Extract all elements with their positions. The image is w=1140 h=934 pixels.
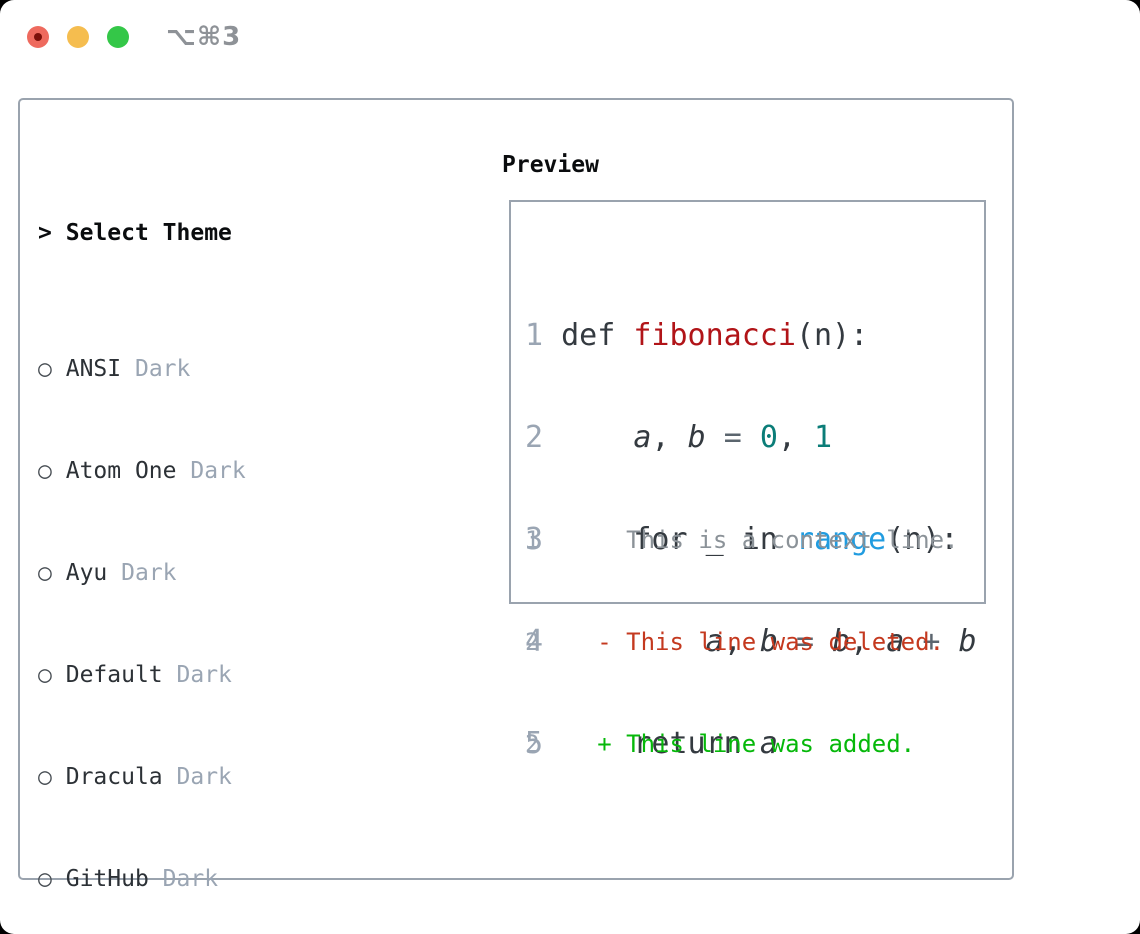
code-token: b — [958, 624, 977, 659]
theme-name: Default — [65, 662, 163, 688]
theme-name: Dracula — [65, 764, 163, 790]
code-line: 3 for _ in range(n): — [525, 523, 977, 557]
code-token: 2 — [525, 730, 540, 758]
code-token: 1 — [814, 420, 833, 455]
code-token: + This line was added. — [597, 730, 916, 758]
code-token: for — [633, 522, 688, 557]
code-token: , — [651, 420, 688, 455]
code-token: a — [759, 726, 778, 761]
code-token: + — [922, 624, 941, 659]
code-token: b — [759, 624, 778, 659]
code-line: 2 a, b = 0, 1 — [525, 421, 977, 455]
radio-icon: ○ — [38, 356, 52, 382]
theme-variant: Dark — [134, 356, 191, 382]
theme-picker-column: > Select Theme ○ ANSI Dark ○ Atom One Da… — [38, 148, 426, 934]
window-title: ⌥⌘3 — [166, 22, 242, 52]
code-token: 2 — [525, 420, 544, 455]
code-token: b — [687, 420, 706, 455]
theme-option-default-dark[interactable]: ○ Default Dark — [38, 658, 426, 692]
code-token: fibonacci — [633, 318, 796, 353]
code-token — [539, 526, 626, 554]
select-theme-header: > Select Theme — [38, 216, 426, 250]
code-token: range — [795, 522, 887, 557]
code-token: in — [741, 522, 778, 557]
radio-icon: ○ — [38, 662, 52, 688]
radio-icon: ○ — [38, 866, 52, 892]
close-button[interactable] — [27, 26, 49, 48]
code-token: a — [633, 420, 652, 455]
theme-option-ansi-dark[interactable]: ○ ANSI Dark — [38, 352, 426, 386]
code-token: a — [886, 624, 905, 659]
code-token: 1 — [525, 526, 540, 554]
titlebar: ⌥⌘3 — [0, 0, 1140, 70]
code-token — [706, 420, 724, 455]
theme-option-atom-one-dark[interactable]: ○ Atom One Dark — [38, 454, 426, 488]
code-token — [742, 420, 760, 455]
diff-deleted-line: 2 - This line was deleted. — [525, 625, 959, 659]
code-token: (n): — [795, 318, 869, 353]
prompt-icon: > — [38, 220, 52, 246]
code-line: 4 a, b = b, a + b — [525, 625, 977, 659]
code-token: (n): — [886, 522, 959, 557]
code-token: - This line was deleted. — [597, 628, 945, 656]
code-token: 0 — [759, 420, 778, 455]
code-token: b — [832, 624, 851, 659]
theme-name: Ayu — [65, 560, 108, 586]
theme-name: GitHub — [65, 866, 149, 892]
code-token — [539, 730, 597, 758]
code-token: , — [850, 624, 887, 659]
theme-option-ayu-dark[interactable]: ○ Ayu Dark — [38, 556, 426, 590]
code-token: a — [705, 624, 724, 659]
code-token: 3 — [525, 522, 544, 557]
code-preview: 1 def fibonacci(n): 2 a, b = 0, 1 3 for … — [525, 251, 977, 829]
diff-added-line: 2 + This line was added. — [525, 727, 959, 761]
code-token: 5 — [525, 726, 544, 761]
minimize-button[interactable] — [67, 26, 89, 48]
code-token: = — [795, 624, 814, 659]
select-theme-label: Select Theme — [65, 220, 232, 246]
code-token: return — [633, 726, 742, 761]
zoom-button[interactable] — [107, 26, 129, 48]
radio-icon: ○ — [38, 560, 52, 586]
code-token: 2 — [525, 628, 540, 656]
theme-name: ANSI — [65, 356, 122, 382]
close-button-dot — [34, 33, 42, 41]
code-token: 4 — [525, 624, 544, 659]
diff-preview: 1 This is a context line. 2 - This line … — [525, 455, 959, 829]
code-token: , — [777, 420, 814, 455]
code-line: 1 def fibonacci(n): — [525, 319, 977, 353]
theme-variant: Dark — [121, 560, 177, 586]
code-token: 1 — [525, 318, 544, 353]
theme-variant: Dark — [176, 662, 232, 688]
code-token: def — [561, 318, 616, 353]
preview-box: 1 def fibonacci(n): 2 a, b = 0, 1 3 for … — [509, 200, 986, 761]
theme-variant: Dark — [176, 764, 232, 790]
theme-option-github-dark[interactable]: ○ GitHub Dark — [38, 862, 426, 896]
theme-variant: Dark — [190, 458, 246, 484]
code-token — [615, 318, 633, 353]
code-line: 5 return a — [525, 727, 977, 761]
code-token: _ — [687, 522, 742, 557]
radio-icon: ○ — [38, 764, 52, 790]
code-token — [543, 420, 633, 455]
code-token: This is a context line. — [626, 526, 959, 554]
code-token — [539, 628, 597, 656]
code-token: , — [723, 624, 760, 659]
theme-name: Atom One — [65, 458, 177, 484]
preview-heading: Preview — [502, 152, 599, 178]
theme-option-dracula-dark[interactable]: ○ Dracula Dark — [38, 760, 426, 794]
code-token — [543, 318, 561, 353]
radio-icon: ○ — [38, 458, 52, 484]
theme-variant: Dark — [162, 866, 219, 892]
diff-context-line: 1 This is a context line. — [525, 523, 959, 557]
code-token: = — [723, 420, 742, 455]
